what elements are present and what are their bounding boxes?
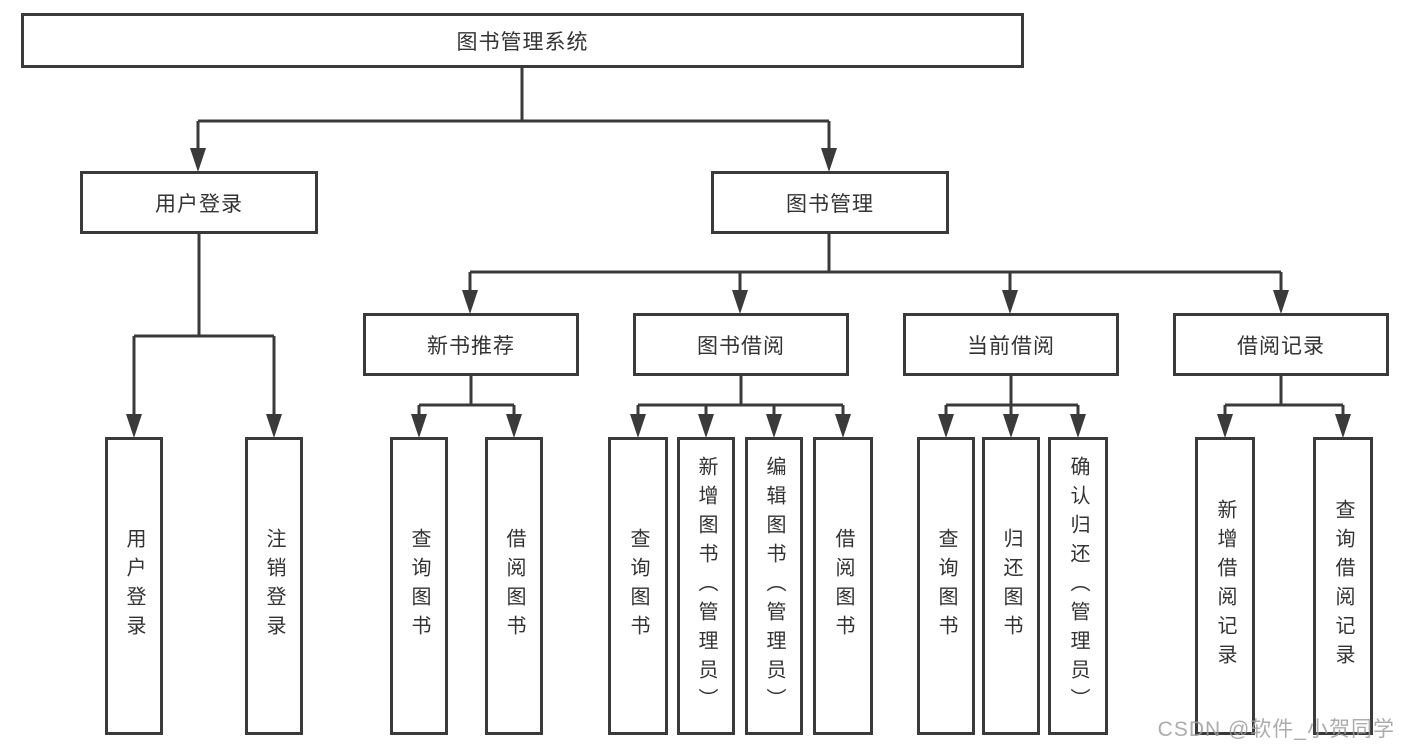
node-label: 注销登录 [263, 528, 285, 644]
node-label: 用户登录 [123, 528, 145, 644]
leaf-borrow-query-books: 查询图书 [608, 437, 668, 735]
node-label: 查询图书 [627, 528, 649, 644]
node-label: 新增借阅记录 [1214, 499, 1236, 673]
leaf-logout: 注销登录 [245, 437, 303, 735]
leaf-user-login: 用户登录 [105, 437, 163, 735]
node-label: 确认归还（管理员） [1067, 455, 1089, 717]
node-label: 借阅图书 [503, 528, 525, 644]
leaf-borrow-books: 借阅图书 [813, 437, 873, 735]
leaf-recommend-query-books: 查询图书 [390, 437, 448, 735]
leaf-query-borrow-record: 查询借阅记录 [1313, 437, 1373, 735]
node-current-borrow: 当前借阅 [903, 313, 1119, 376]
node-label: 当前借阅 [967, 334, 1055, 358]
leaf-confirm-return-admin: 确认归还（管理员） [1048, 437, 1108, 735]
leaf-current-query-books: 查询图书 [917, 437, 975, 735]
arrowheads [126, 148, 1351, 438]
node-label: 新增图书（管理员） [695, 455, 717, 717]
node-book-borrow: 图书借阅 [633, 313, 849, 376]
leaf-add-borrow-record: 新增借阅记录 [1195, 437, 1255, 735]
node-label: 新书推荐 [427, 334, 515, 358]
node-system-root: 图书管理系统 [21, 13, 1024, 68]
csdn-watermark: CSDN @软件_小贺同学 [1157, 718, 1395, 741]
node-label: 图书管理系统 [456, 30, 589, 54]
leaf-add-books-admin: 新增图书（管理员） [677, 437, 735, 735]
node-label: 查询图书 [935, 528, 957, 644]
node-label: 借阅记录 [1237, 334, 1325, 358]
node-label: 图书借阅 [697, 334, 785, 358]
node-label: 编辑图书（管理员） [763, 455, 785, 717]
node-book-management: 图书管理 [711, 171, 949, 234]
node-new-book-recommend: 新书推荐 [363, 313, 579, 376]
leaf-recommend-borrow-books: 借阅图书 [485, 437, 543, 735]
node-label: 借阅图书 [832, 528, 854, 644]
node-label: 查询图书 [408, 528, 430, 644]
node-borrow-records: 借阅记录 [1173, 313, 1389, 376]
node-user-login: 用户登录 [80, 171, 318, 234]
node-label: 归还图书 [1000, 528, 1022, 644]
node-label: 查询借阅记录 [1332, 499, 1354, 673]
node-label: 图书管理 [786, 192, 874, 216]
leaf-return-books: 归还图书 [982, 437, 1040, 735]
node-label: 用户登录 [155, 192, 243, 216]
leaf-edit-books-admin: 编辑图书（管理员） [745, 437, 803, 735]
